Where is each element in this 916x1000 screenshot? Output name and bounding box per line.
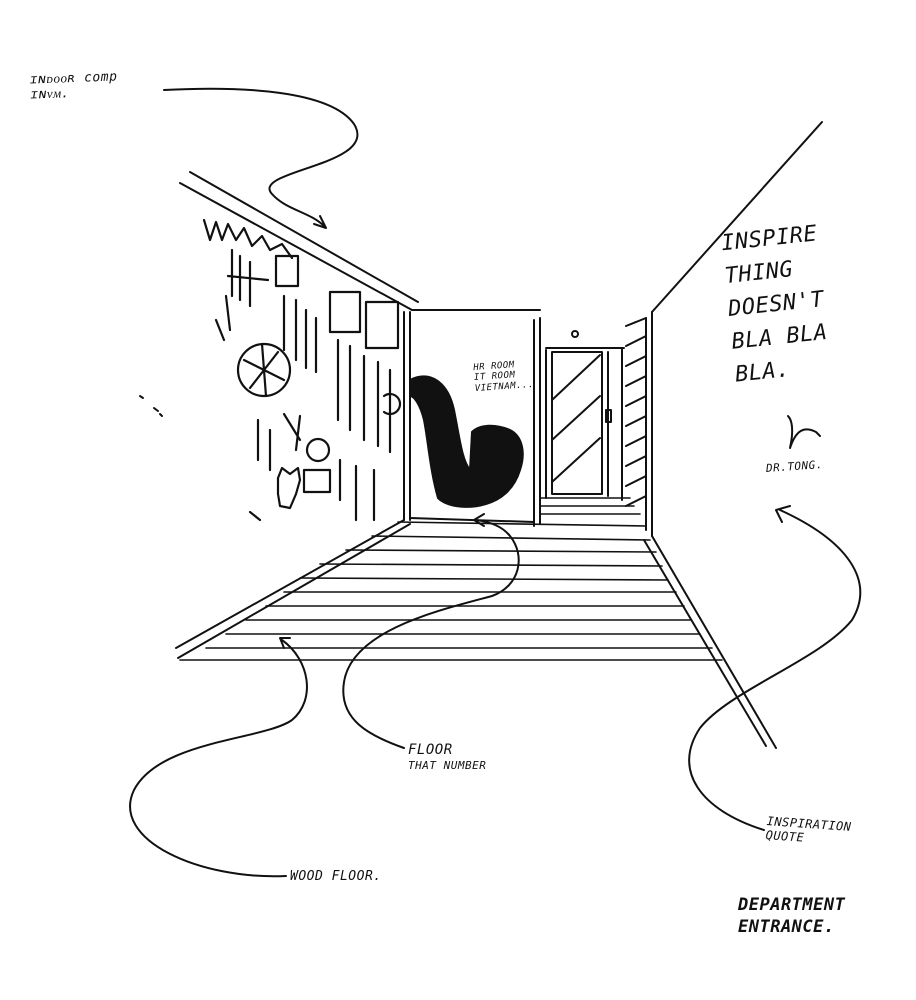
swoosh-graphic: [409, 375, 524, 508]
note-rooms: HR ROOM IT ROOM VIETNAM...: [472, 360, 535, 394]
leader-floor-head: [473, 513, 485, 527]
leader-inspiration-head: [775, 505, 791, 523]
door-hatch-3: [551, 437, 601, 483]
corridor-door: [551, 351, 603, 495]
door-hatch-1: [551, 354, 601, 401]
leader-wood-head: [279, 637, 291, 649]
leader-wood: [129, 639, 308, 878]
left-wall-floor-line: [175, 519, 405, 649]
ceiling-light: [571, 330, 579, 338]
left-ceiling-line-inner: [189, 171, 419, 303]
leader-top-left: [163, 87, 359, 227]
left-ceiling-line: [179, 182, 413, 311]
right-floor-line-2: [643, 539, 767, 747]
note-floor-subtitle: THAT NUMBER: [408, 758, 487, 772]
right-ceiling-line: [651, 121, 823, 313]
note-inspiration-quote: INSPIRATION QUOTE: [765, 814, 852, 845]
note-floor-title: FLOOR: [408, 742, 453, 758]
back-wall-floor: [409, 517, 535, 523]
leader-top-left-head: [313, 215, 327, 229]
note-department-entrance: DEPARTMENT ENTRANCE.: [738, 895, 846, 938]
door-hatch-2: [551, 395, 601, 441]
left-wall-floor-line-2: [177, 523, 411, 659]
signature-mark: [787, 415, 821, 449]
wall-mural: [202, 218, 402, 522]
note-indoor-comp: ɪɴᴅᴏᴏʀ comp ɪɴᴠᴍ.: [29, 69, 118, 103]
glass-panel-hatch: [625, 317, 647, 507]
floor-planks: [179, 497, 723, 661]
note-wood-floor: WOOD FLOOR.: [290, 869, 382, 884]
leader-inspiration: [688, 509, 862, 831]
right-floor-line: [651, 535, 777, 749]
leader-floor: [342, 519, 520, 749]
stray-marks: [139, 395, 163, 417]
note-wall-quote: INSPIRE THING DOESN'T BLA BLA BLA.: [720, 221, 829, 388]
